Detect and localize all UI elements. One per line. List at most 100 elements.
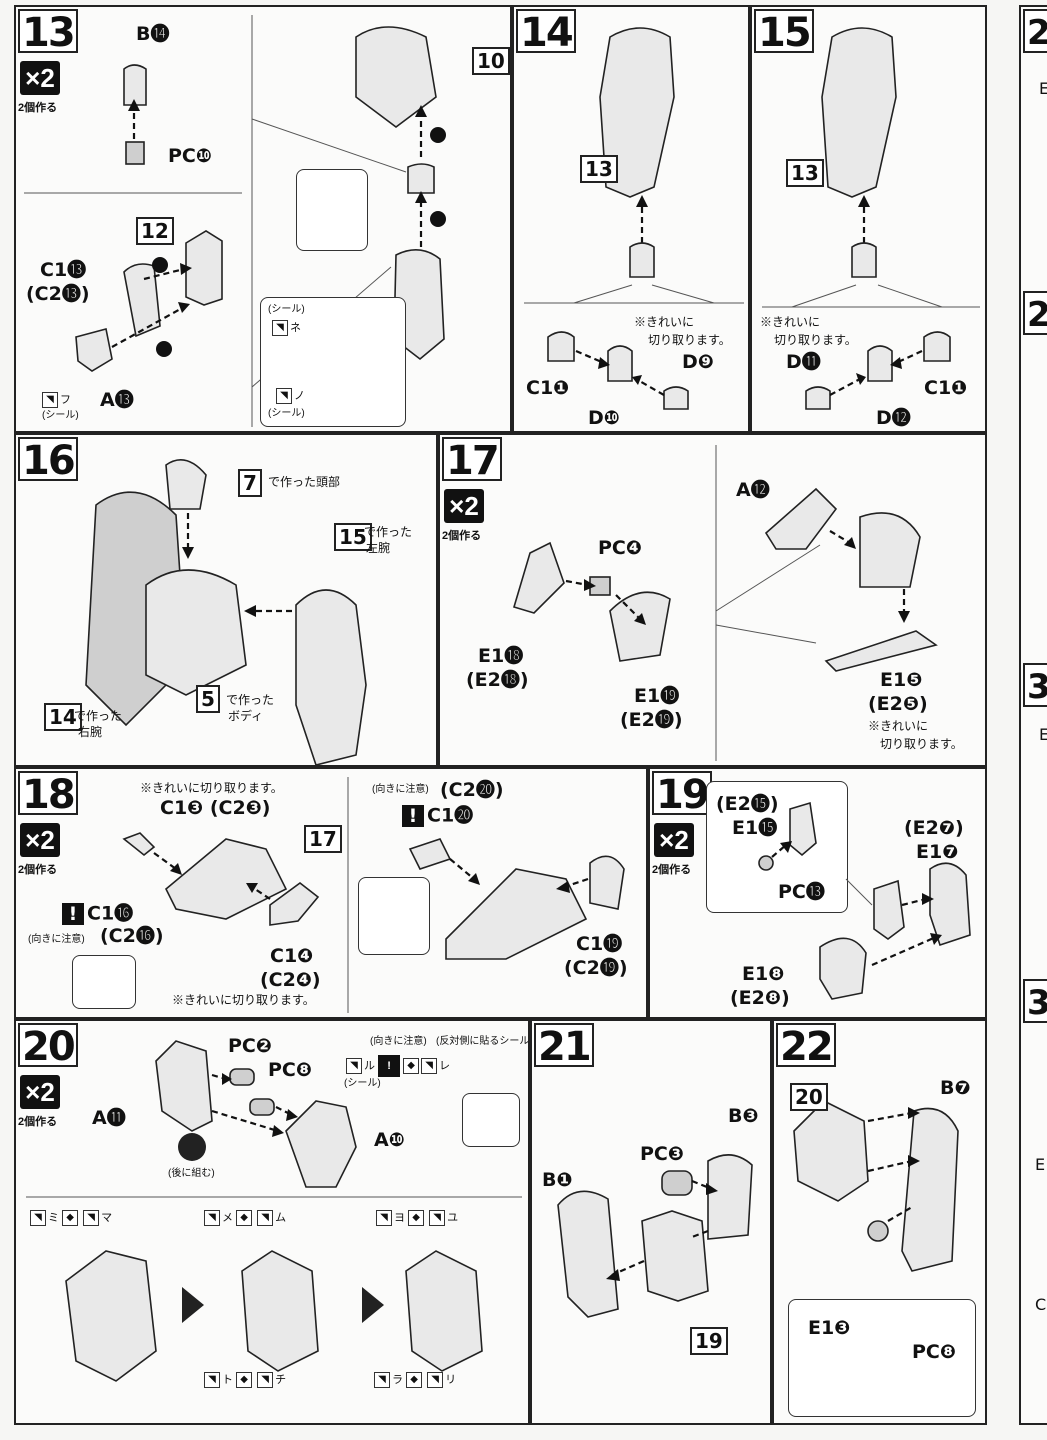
multiplier-badge: ×2	[20, 1075, 60, 1109]
flip-icon: ◆	[62, 1210, 79, 1227]
sticker-ne: ◥ネ	[272, 319, 301, 337]
sticker-icon: ◥	[427, 1372, 444, 1389]
step-21-drawing	[557, 1154, 753, 1318]
step-19-drawing	[758, 801, 971, 1000]
label-pc10: PC❿	[168, 145, 212, 167]
note-cut-clean-top: ※きれいに切り取ります。	[140, 781, 283, 795]
sticker-icon: ◥	[257, 1210, 274, 1227]
note-right-arm: で作った	[74, 709, 123, 723]
label-c213: (C2⓭)	[26, 283, 90, 305]
part-a11	[155, 1040, 213, 1132]
part-b14	[123, 64, 147, 106]
label-c11: C1❶	[526, 377, 570, 399]
sticker-label: (シール)	[344, 1078, 381, 1089]
label-c14: C1❹	[270, 945, 314, 967]
step-13-panel: 13 ×2 2個作る B⓮ PC❿ 12 C1⓭	[14, 5, 512, 433]
note-cut-clean: ※きれいに	[634, 315, 695, 329]
part-pc13	[758, 855, 774, 871]
part-joint	[407, 163, 435, 194]
multiplier-badge: ×2	[20, 823, 60, 857]
ref-step-14: 14	[44, 703, 82, 731]
sticker-ru: ◥ル !◆◥レ	[346, 1055, 450, 1077]
make-count: 2個作る	[18, 1116, 58, 1128]
part-e17	[929, 862, 971, 947]
note-cut-clean: ※きれいに	[868, 719, 929, 733]
step-15-drawing	[762, 27, 980, 410]
ref-step-19: 19	[690, 1327, 728, 1355]
part-b3	[707, 1154, 753, 1240]
sticker-icon: ◥	[204, 1210, 220, 1227]
step-number-23: 23	[1023, 9, 1047, 53]
label-e-cropped: E	[1039, 81, 1047, 97]
note-head: で作った頭部	[268, 475, 341, 489]
step-15-panel: 15 13 ※きれいに 切り取ります。 D⓫ C1❶ D⓬	[750, 5, 987, 433]
label-c116: !C1⓰	[62, 903, 133, 925]
detail-box-part	[462, 1093, 520, 1147]
label-e15: E1❺	[880, 669, 923, 691]
ref-step-13: 13	[786, 159, 824, 187]
part-c113	[123, 263, 161, 338]
label-d12: D⓬	[876, 407, 911, 429]
detail-box-stickers	[260, 297, 406, 427]
step-16-panel: 16 7 で作った頭部 15 で作った 左腕 5 で作った ボディ 14 で作っ…	[14, 433, 438, 767]
sticker-fu: ◥フ	[42, 391, 71, 409]
step-21-panel: 21 B❸ PC❸ B❶ 19	[530, 1019, 772, 1425]
part-17-assembly	[165, 838, 288, 920]
step-number: 17	[442, 437, 502, 483]
sticker-yo-yu: ◥ヨ ◆ ◥ユ	[376, 1209, 458, 1227]
label-e215: (E2⓯)	[716, 793, 779, 815]
label-pc4: PC❹	[598, 537, 642, 559]
label-c113: C1⓭	[40, 259, 87, 281]
part-b7	[901, 1107, 959, 1272]
label-e-cropped-2: E	[1039, 727, 1047, 743]
next-arrow-icon	[362, 1287, 384, 1323]
note-orientation: (向きに注意)	[370, 1036, 427, 1047]
step-17-drawing	[513, 445, 938, 761]
part-a10	[285, 1100, 357, 1188]
step-18-panel: 18 ×2 2個作る ※きれいに切り取ります。 C1❸ (C2❸) 17 !C1…	[14, 767, 648, 1019]
part-joint	[851, 242, 877, 278]
sticker-icon: ◥	[421, 1058, 438, 1074]
flip-icon: ◆	[403, 1058, 420, 1074]
sticker-icon: ◥	[276, 388, 292, 405]
note-cut-clean-2: 切り取ります。	[648, 333, 731, 347]
label-c13: C1❸ (C2❸)	[160, 797, 271, 819]
part-left-arm	[295, 589, 367, 765]
sticker-mi-ma: ◥ミ ◆ ◥マ	[30, 1209, 112, 1227]
step-20-drawing	[26, 1040, 522, 1382]
step-number-30: 30	[1023, 663, 1047, 707]
label-c119: C1⓳	[576, 933, 623, 955]
multiplier-badge: ×2	[444, 489, 484, 523]
label-a10: A❿	[374, 1129, 405, 1151]
part-c116	[122, 832, 156, 857]
ref-step-10: 10	[472, 47, 510, 75]
label-e28: (E2❽)	[730, 987, 790, 1009]
part-assembly	[859, 512, 921, 588]
ref-step-15: 15	[334, 523, 372, 551]
part-b1	[557, 1190, 619, 1318]
make-count: 2個作る	[18, 102, 58, 114]
label-pc8: PC❽	[912, 1341, 956, 1363]
label-c24: (C2❹)	[260, 969, 321, 991]
sticker-icon: ◥	[429, 1210, 446, 1227]
note-assemble-later: (後に組む)	[168, 1168, 215, 1179]
note-cut-clean-2: 切り取ります。	[774, 333, 857, 347]
sticker-icon: ◥	[257, 1372, 274, 1389]
make-count: 2個作る	[652, 864, 692, 876]
part-pc8	[249, 1098, 275, 1116]
note-body: で作った	[226, 693, 275, 707]
label-c-cropped: C	[1035, 1295, 1047, 1314]
label-e18: E1❽	[742, 963, 785, 985]
sticker-icon: ◥	[204, 1372, 220, 1389]
step-20-panel: 20 ×2 2個作る PC❷ PC❽ A⓫ A❿ (後に組む) (向きに注意) …	[14, 1019, 530, 1425]
detail-box-joint	[706, 781, 848, 913]
sticker-to-chi: ◥ト ◆ ◥チ	[204, 1371, 286, 1389]
step-number: 19	[652, 771, 712, 817]
note-cut-clean-2: 切り取ります。	[880, 737, 963, 751]
part-c120	[408, 838, 452, 870]
part-e115	[789, 801, 817, 857]
label-b7: B❼	[940, 1077, 971, 1099]
ref-step-20: 20	[790, 1083, 828, 1111]
part-c119	[589, 855, 625, 910]
